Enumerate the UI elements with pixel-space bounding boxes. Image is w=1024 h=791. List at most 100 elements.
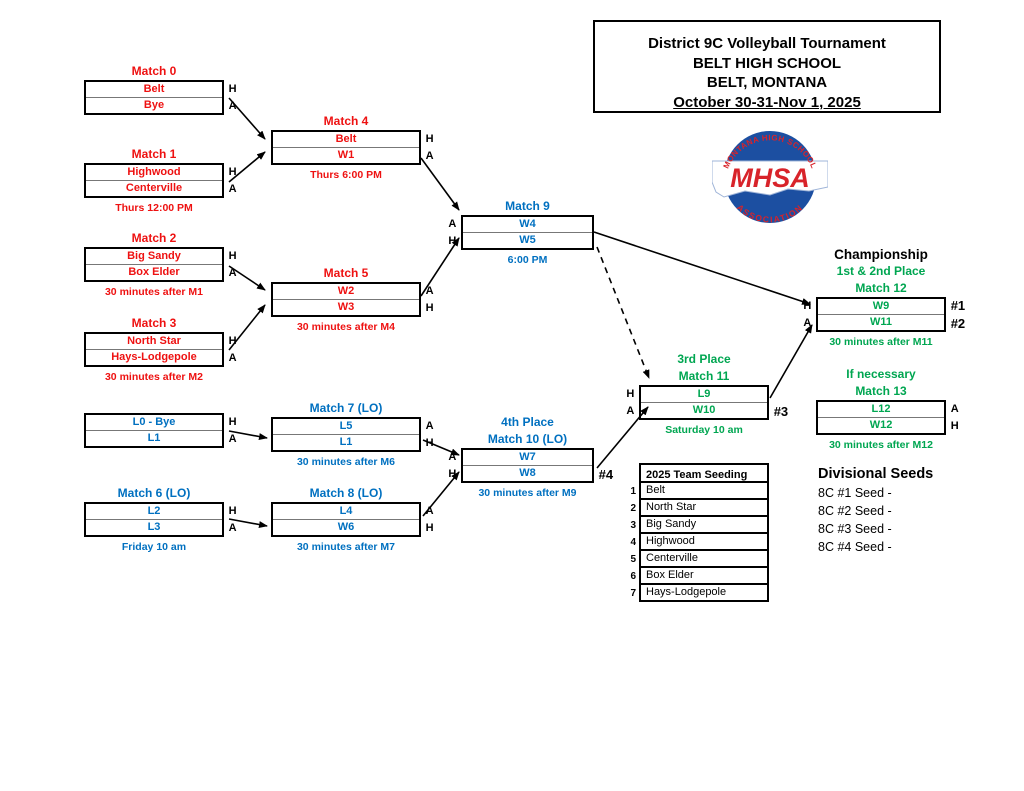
team-slot: W5 [463, 232, 592, 248]
match-title: Match 2 [131, 231, 177, 245]
home-away-label: A [425, 504, 434, 517]
side-spacer [51, 431, 84, 449]
left-side-column [51, 163, 84, 198]
home-away-label: H [425, 302, 434, 315]
team-slot: L1 [273, 434, 419, 450]
team-slot: W3 [273, 299, 419, 315]
right-side-column: #1#2 [946, 297, 979, 332]
match-title: Match 13 [855, 384, 907, 398]
side-spacer [238, 282, 271, 300]
home-away-label: H [448, 235, 457, 248]
match-time-note: 30 minutes after M9 [478, 487, 577, 499]
seeding-row-number: 4 [630, 537, 636, 548]
home-away-label: A [425, 150, 434, 163]
home-away-label: A [228, 183, 237, 196]
match-title: Match 4 [323, 114, 369, 128]
side-spacer [51, 80, 84, 98]
home-away-label: A [803, 317, 812, 330]
home-away-label: H [626, 387, 635, 400]
seeding-row-number: 7 [630, 588, 636, 599]
home-away-label: A [448, 450, 457, 463]
home-away-label: A [425, 284, 434, 297]
seeding-row: Box Elder [639, 566, 769, 585]
tournament-title: District 9C Volleyball Tournament [648, 35, 886, 52]
left-side-column [51, 502, 84, 537]
match-title: Match 6 (LO) [117, 486, 191, 500]
match-time-note: Friday 10 am [121, 541, 187, 553]
divisional-seeds: Divisional Seeds 8C #1 Seed -8C #2 Seed … [818, 464, 933, 556]
home-away-label: A [950, 402, 959, 415]
team-slot: Big Sandy [127, 250, 181, 262]
left-side-column [783, 400, 816, 435]
match-title: Match 0 [131, 64, 177, 78]
home-away-label: H [803, 299, 812, 312]
placement-label: #3 [773, 403, 789, 419]
team-slot: W11 [818, 314, 944, 330]
side-spacer [594, 233, 627, 251]
side-spacer [238, 148, 271, 166]
team-slot: W9 [872, 300, 890, 312]
tournament-dates: October 30-31-Nov 1, 2025 [673, 93, 861, 111]
right-side-column: #3 [769, 385, 802, 420]
team-slot: W10 [641, 402, 767, 418]
match-title: 3rd Place [677, 352, 731, 366]
team-slot: W8 [463, 465, 592, 481]
team-slot: L12 [871, 403, 891, 415]
match-time-note: 30 minutes after M4 [296, 321, 396, 333]
team-slot: W2 [337, 285, 355, 297]
match-title: Match 12 [855, 281, 907, 295]
team-slot: L5 [339, 420, 353, 432]
divisional-seed-item: 8C #1 Seed - [818, 486, 892, 500]
side-spacer [51, 163, 84, 181]
home-away-label: A [425, 419, 434, 432]
home-away-label: A [228, 352, 237, 365]
match-title: If necessary [846, 367, 916, 381]
side-spacer [238, 435, 271, 453]
team-slot: W1 [273, 147, 419, 163]
home-away-label: H [228, 249, 237, 262]
placement-label: #4 [598, 466, 614, 482]
divisional-seed-item: 8C #4 Seed - [818, 540, 892, 554]
divisional-seeds-heading: Divisional Seeds [818, 466, 934, 482]
mhsa-logo-icon: MONTANA HIGH SCHOOL MHSA ASSOCIATION [711, 131, 829, 225]
side-spacer [51, 350, 84, 368]
match-title: Match 8 (LO) [309, 486, 383, 500]
tournament-school: BELT HIGH SCHOOL [692, 54, 842, 72]
side-spacer [594, 215, 627, 233]
left-side-column [51, 80, 84, 115]
match-time-note: Thurs 12:00 PM [115, 202, 193, 214]
seeding-row-number: 3 [630, 520, 636, 531]
side-spacer [51, 520, 84, 538]
match-time-note: 30 minutes after M11 [829, 336, 933, 348]
team-slot: Bye [86, 97, 222, 113]
home-away-label: H [425, 522, 434, 535]
team-slot: W7 [519, 451, 536, 463]
match-time-note: 30 minutes after M6 [296, 456, 396, 468]
seeding-table-header: 2025 Team Seeding [639, 463, 769, 483]
left-side-column [51, 247, 84, 282]
left-side-column [238, 417, 271, 452]
